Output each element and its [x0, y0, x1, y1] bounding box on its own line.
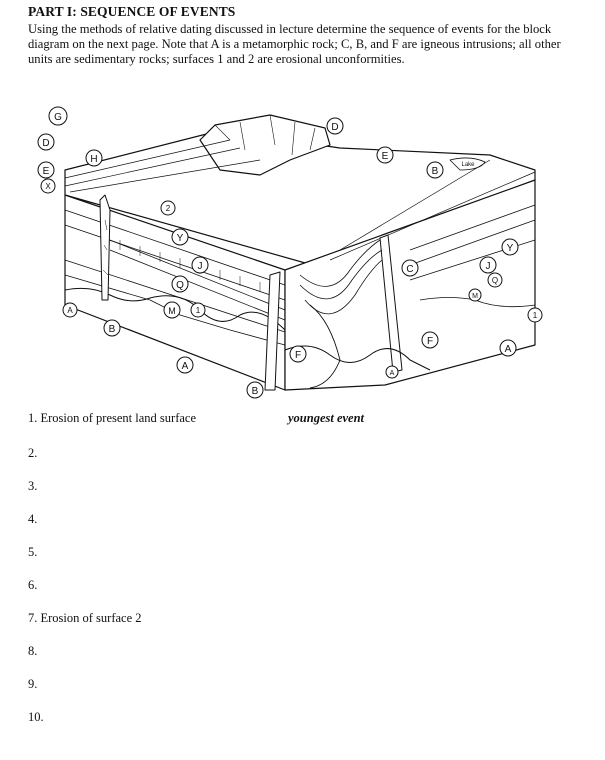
- dike-x: [99, 194, 111, 301]
- label-1: 1: [196, 306, 201, 315]
- label-d-top: D: [331, 122, 338, 133]
- event-item: 5.: [28, 545, 38, 559]
- event-item: 4.: [28, 512, 38, 526]
- label-a-side: A: [505, 344, 512, 355]
- label-y-side: Y: [507, 243, 514, 254]
- event-item: 3.: [28, 479, 38, 493]
- label-q: Q: [176, 280, 184, 291]
- label-e-top: E: [382, 151, 389, 162]
- label-h: H: [90, 154, 97, 165]
- geologic-block-diagram: G D E X H 2 Y J Q M 1 A B A B F D E B La…: [37, 106, 543, 399]
- label-c: C: [406, 264, 413, 275]
- block-side-face: [284, 179, 536, 391]
- label-x: X: [45, 182, 51, 191]
- event-item: 6.: [28, 578, 38, 592]
- label-e: E: [43, 166, 50, 177]
- event-item: 7. Erosion of surface 2: [28, 611, 142, 625]
- intrusion-f: [309, 304, 341, 389]
- event-item: 8.: [28, 644, 38, 658]
- instructions-paragraph: Using the methods of relative dating dis…: [28, 22, 561, 66]
- event-item: 9.: [28, 677, 38, 691]
- dike-c: [379, 234, 403, 373]
- label-j: J: [198, 261, 203, 272]
- unconformity-2: [284, 345, 431, 371]
- label-j-side: J: [486, 261, 491, 272]
- event-item: 10.: [28, 710, 44, 724]
- event-item: 2.: [28, 446, 38, 460]
- lake: [449, 157, 486, 171]
- label-2: 2: [166, 204, 171, 213]
- label-d: D: [42, 138, 49, 149]
- label-a-left: A: [67, 306, 73, 315]
- label-f-front: F: [295, 350, 301, 361]
- label-1-side: 1: [533, 311, 538, 320]
- youngest-event-label: youngest event: [288, 411, 365, 425]
- label-m: M: [168, 306, 176, 316]
- label-y: Y: [177, 233, 184, 244]
- label-g: G: [54, 112, 62, 123]
- label-q-side: Q: [492, 276, 498, 285]
- label-f-side: F: [427, 336, 433, 347]
- label-a-front: A: [182, 361, 189, 372]
- dike-b: [264, 271, 281, 391]
- label-m-side: M: [472, 293, 478, 300]
- event-item: 1. Erosion of present land surface: [28, 411, 196, 425]
- label-b-front: B: [109, 324, 116, 335]
- label-b-bottom: B: [252, 386, 259, 397]
- mesa: [199, 114, 331, 176]
- label-b-top: B: [432, 166, 439, 177]
- label-a-bottom: A: [390, 370, 395, 377]
- label-lake: Lake: [461, 162, 475, 168]
- section-heading: PART I: SEQUENCE OF EVENTS: [28, 4, 236, 19]
